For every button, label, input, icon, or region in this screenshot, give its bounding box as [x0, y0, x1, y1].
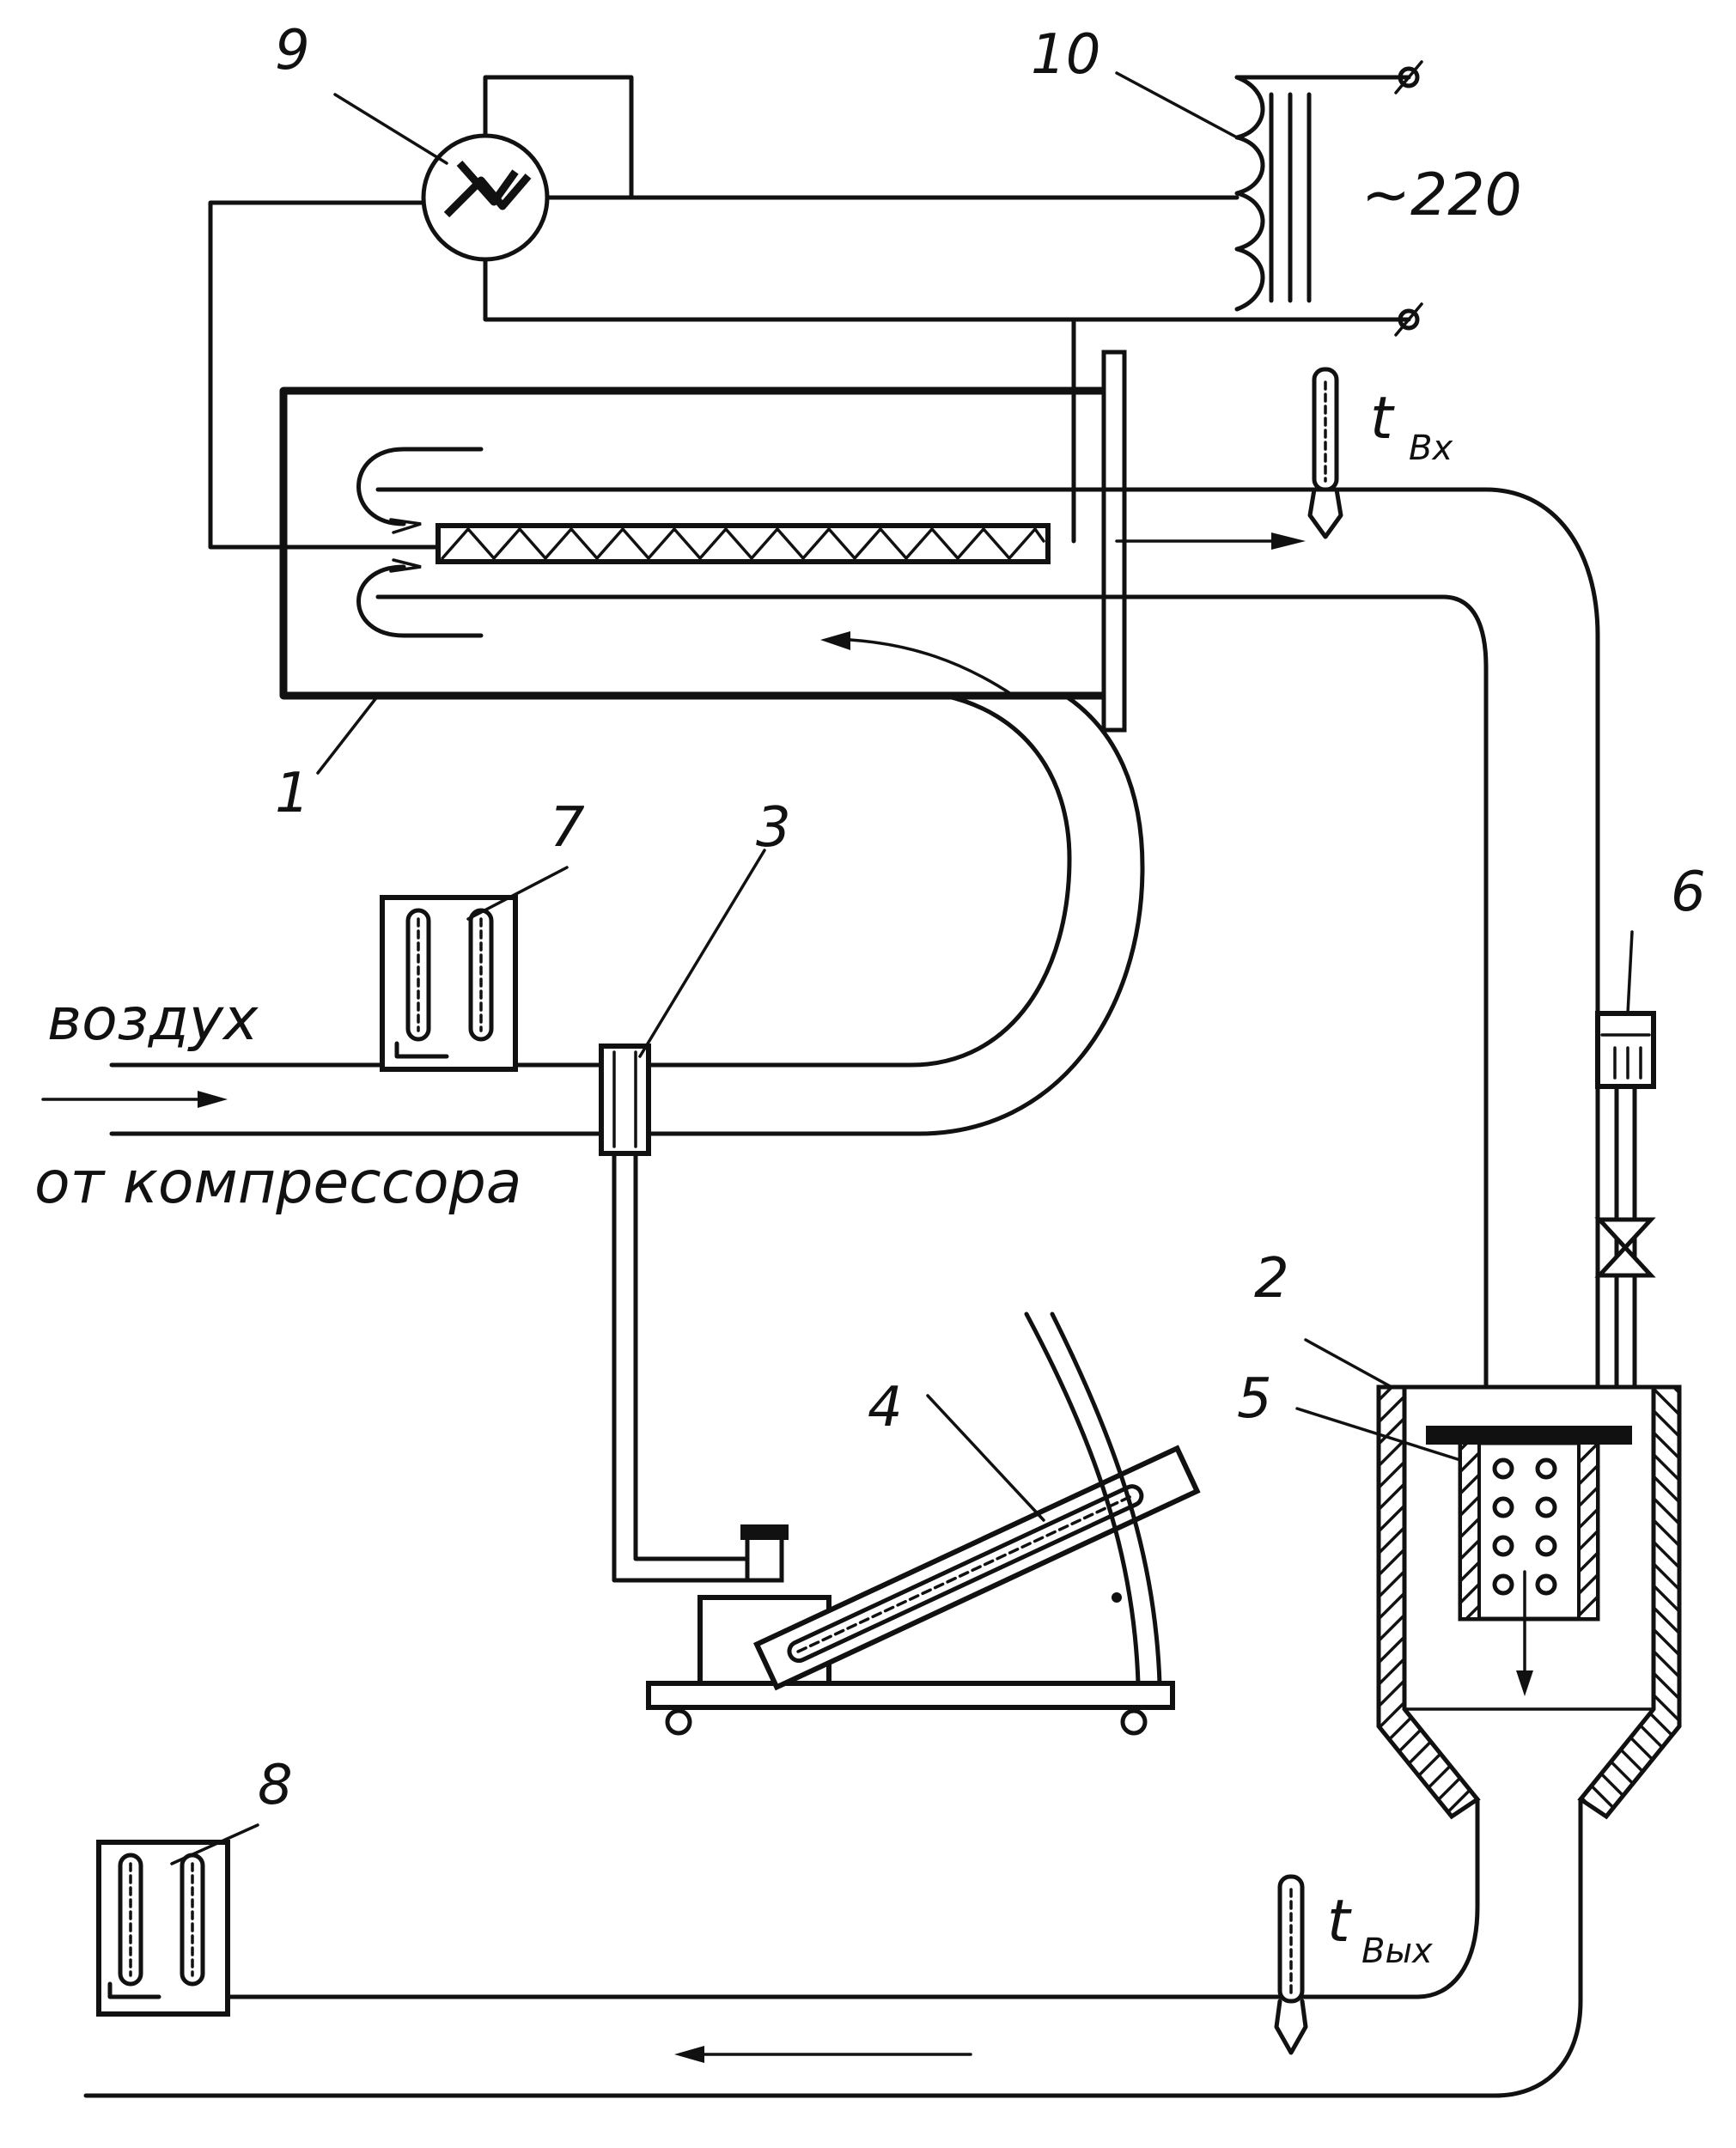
air-inlet-pipe	[41, 1062, 604, 1136]
label-10: 10	[1031, 23, 1100, 87]
t-out-sub: Вых	[1361, 1932, 1433, 1971]
label-8: 8	[258, 1754, 293, 1817]
label-5: 5	[1237, 1367, 1272, 1431]
t-in-sub: Вх	[1409, 429, 1453, 468]
label-3: 3	[756, 796, 791, 860]
label-4: 4	[868, 1376, 903, 1439]
drying-chamber-2	[1376, 1384, 1682, 1820]
psychrometer-8	[96, 1840, 230, 2017]
sample-basket-5	[1426, 1426, 1632, 1696]
electrical-circuit	[208, 60, 1423, 550]
flow-diaphragm-3	[599, 1044, 651, 1156]
micromanometer-4	[612, 1151, 1201, 1736]
air-label: воздух	[47, 986, 259, 1054]
leader-lines	[170, 71, 1634, 1865]
label-2: 2	[1254, 1247, 1289, 1311]
compressor-label: от компрессора	[34, 1149, 521, 1217]
label-7: 7	[550, 796, 585, 860]
label-6: 6	[1671, 861, 1706, 924]
thermometer-inlet	[1307, 367, 1343, 539]
psychrometer-7	[380, 895, 518, 1072]
label-1: 1	[275, 762, 310, 825]
thermometer-outlet	[1274, 1874, 1308, 2055]
voltage-label: ~220	[1361, 161, 1522, 229]
outlet-duct	[83, 1797, 1583, 2098]
air-heater-1	[279, 350, 1411, 733]
return-bend-duct	[646, 631, 1145, 1136]
doser-6	[1594, 1011, 1656, 1390]
hot-air-duct	[1303, 487, 1600, 1390]
t-in-label: t	[1370, 385, 1395, 453]
label-9: 9	[275, 19, 310, 82]
t-out-label: t	[1327, 1888, 1352, 1956]
